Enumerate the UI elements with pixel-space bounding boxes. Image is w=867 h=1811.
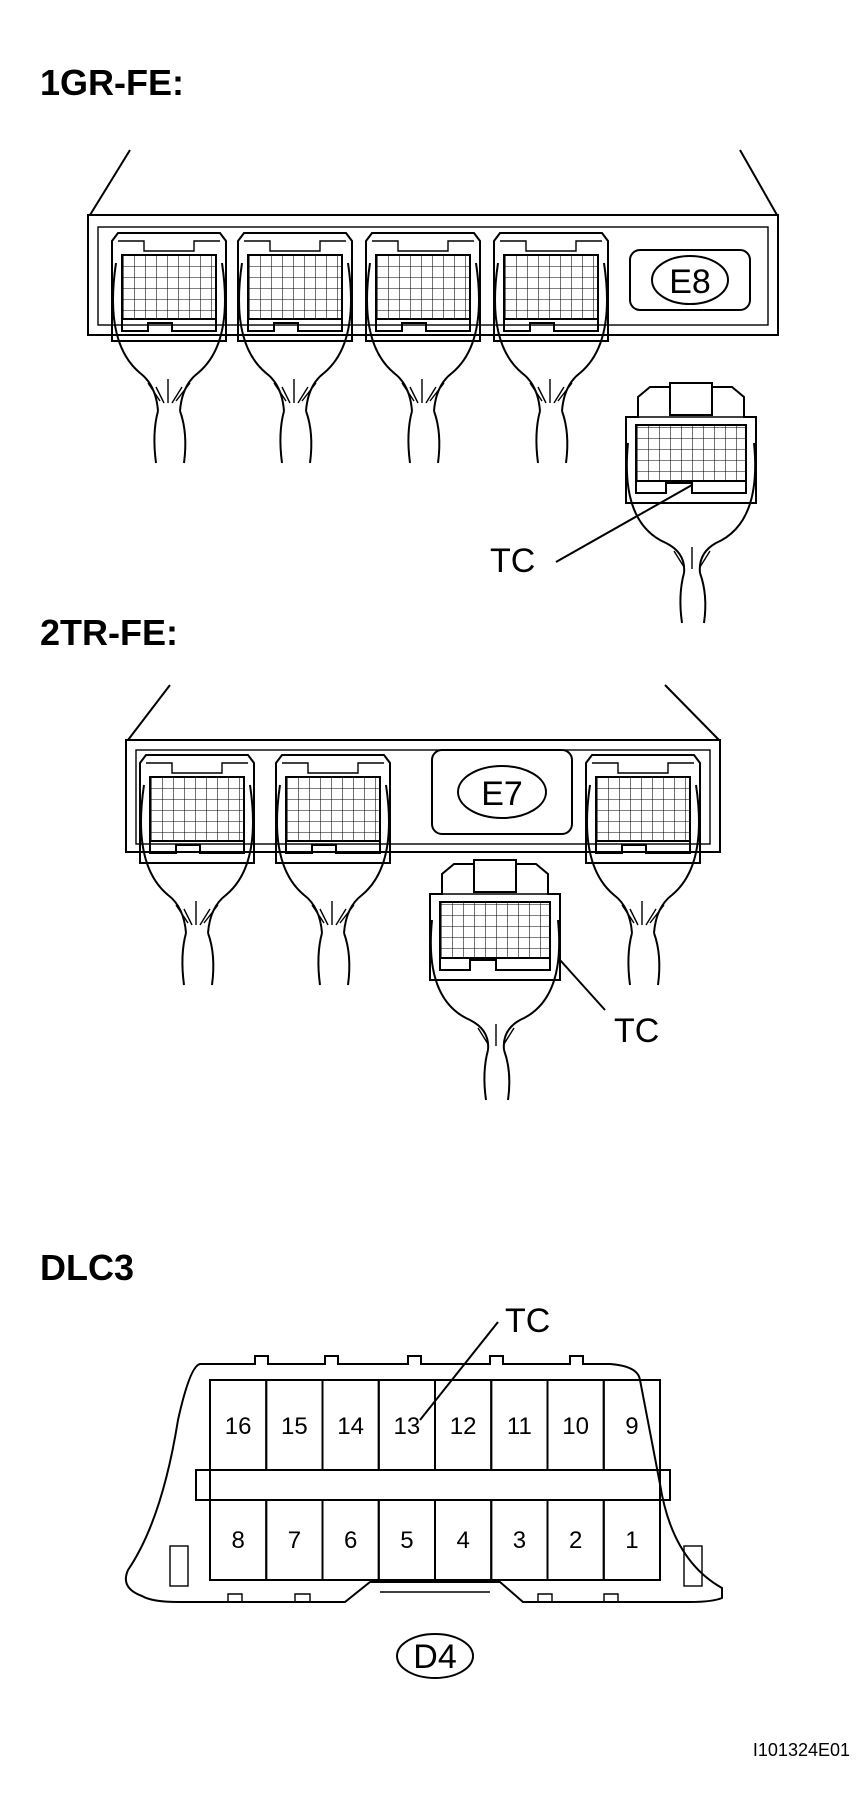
figure-code: I101324E01 [753, 1740, 850, 1760]
section1-title: 1GR-FE: [40, 62, 184, 103]
pin-cell-1 [602, 1499, 661, 1581]
section3-title: DLC3 [40, 1247, 134, 1288]
pin-label-1: 1 [625, 1527, 638, 1554]
pin-label-9: 9 [625, 1413, 638, 1440]
tc-leader-line-3 [419, 1321, 499, 1421]
d4-label-oval [396, 1633, 474, 1679]
pin-label-5: 5 [400, 1527, 413, 1554]
pin-label-2: 2 [569, 1527, 582, 1554]
tc-leader-line-1 [555, 484, 693, 563]
pin-label-7: 7 [288, 1527, 301, 1554]
connector-label-d4: D4 [413, 1638, 456, 1676]
ecu-2tr-fe: E7 [125, 684, 721, 986]
connector-label-e8: E8 [669, 263, 711, 301]
tc-leader-line-2 [559, 959, 606, 1011]
connector-label-e7: E7 [481, 775, 523, 813]
tc-label-3: TC [505, 1302, 550, 1340]
pin-label-6: 6 [344, 1527, 357, 1554]
pin-label-14: 14 [337, 1413, 364, 1440]
tc-label-2: TC [614, 1012, 659, 1050]
tc-connector-2 [429, 859, 561, 1101]
pin-label-3: 3 [513, 1527, 526, 1554]
pin-label-8: 8 [231, 1527, 244, 1554]
pin-label-4: 4 [456, 1527, 469, 1554]
ecu-1gr-fe: E8 [87, 149, 779, 464]
pin-label-12: 12 [450, 1413, 477, 1440]
tc-label-1: TC [490, 542, 535, 580]
pin-label-10: 10 [562, 1413, 589, 1440]
dlc3-connector [124, 1355, 723, 1603]
pin-label-16: 16 [225, 1413, 252, 1440]
section2-title: 2TR-FE: [40, 612, 178, 653]
pin-cell-9 [602, 1379, 661, 1471]
pin-label-11: 11 [507, 1413, 532, 1440]
pin-label-13: 13 [394, 1413, 421, 1440]
pin-label-15: 15 [281, 1413, 308, 1440]
tc-connector-1 [625, 382, 757, 624]
dlc3-pin-cells: 16 15 14 13 12 11 10 9 8 7 6 5 4 3 2 1 [209, 1379, 661, 1581]
